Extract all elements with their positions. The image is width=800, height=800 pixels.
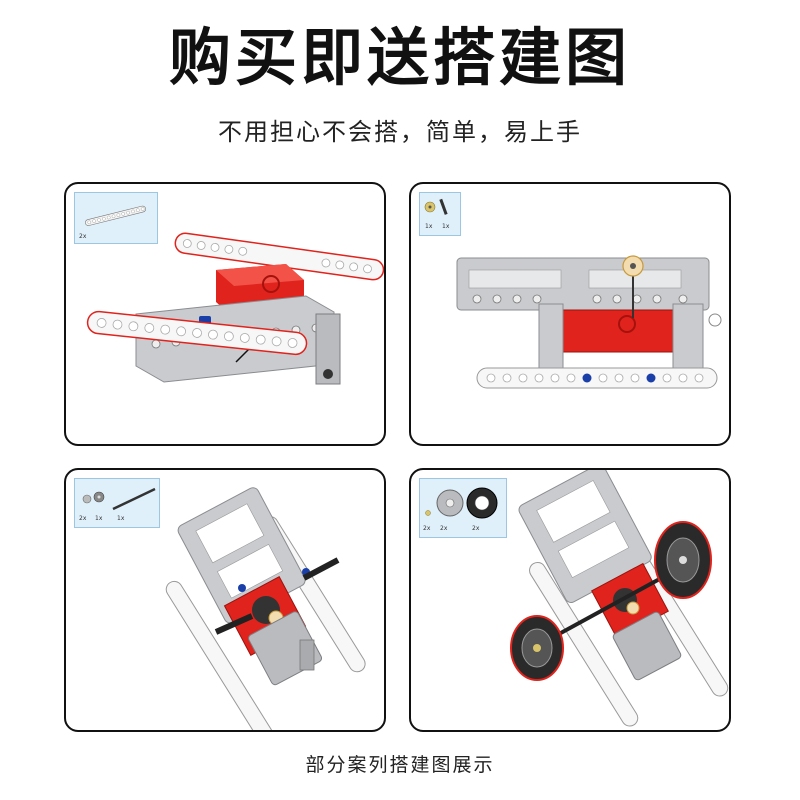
- build-illustration-step-3: [165, 487, 366, 730]
- wheel-and-tire-part-icon: [425, 487, 498, 519]
- build-step-3-panel: 2x 1x 1x: [64, 468, 386, 732]
- gear-bush-axle-part-icon: [82, 487, 156, 511]
- gallery-caption: 部分案列搭建图展示: [305, 754, 495, 776]
- build-step-2-panel: 1x 1x: [409, 182, 731, 446]
- part-qty: 1x: [95, 515, 103, 522]
- part-qty: 2x: [79, 515, 87, 522]
- page-title: 购买即送搭建图: [168, 21, 631, 94]
- parts-list-step-4: 2x 2x 2x: [419, 478, 507, 538]
- part-qty: 2x: [440, 525, 448, 532]
- page-subtitle: 不用担心不会搭，简单，易上手: [218, 118, 582, 146]
- build-step-4-panel: 2x 2x 2x: [409, 468, 731, 732]
- part-qty: 2x: [423, 525, 431, 532]
- parts-list-step-1: 2x: [74, 192, 158, 244]
- part-qty: 1x: [442, 223, 450, 230]
- gear-and-axle-part-icon: [424, 198, 448, 215]
- part-qty: 1x: [425, 223, 433, 230]
- build-step-1-panel: 2x: [64, 182, 386, 446]
- build-illustration-step-2: [456, 255, 722, 389]
- parts-list-step-3: 2x 1x 1x: [74, 478, 160, 528]
- build-illustration-step-4: [510, 470, 729, 727]
- parts-list-step-2: 1x 1x: [419, 192, 461, 236]
- long-beam-part-icon: [85, 205, 146, 226]
- part-qty: 1x: [117, 515, 125, 522]
- part-qty: 2x: [79, 233, 87, 240]
- part-qty: 2x: [472, 525, 480, 532]
- build-illustration-step-1: [86, 232, 384, 385]
